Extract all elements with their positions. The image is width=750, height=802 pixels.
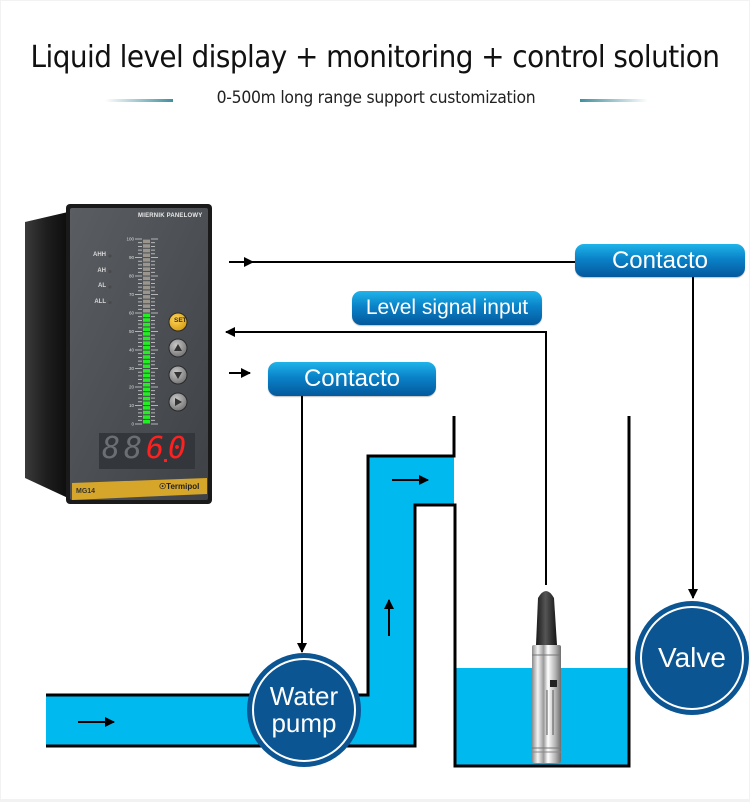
scale-tick-label: 70 xyxy=(129,292,135,297)
bar-segment xyxy=(143,281,150,285)
down-arrow-icon xyxy=(174,372,182,379)
bar-segment xyxy=(143,253,150,257)
digit-display-background xyxy=(99,433,195,469)
bar-segment xyxy=(143,239,150,244)
bar-segment xyxy=(143,406,150,410)
bar-segment xyxy=(143,392,150,396)
display-decimal-point xyxy=(164,459,167,462)
bar-segment xyxy=(143,350,150,355)
bar-segment xyxy=(143,345,150,350)
bar-segment xyxy=(143,258,150,262)
scale-tick-label: 60 xyxy=(129,311,135,316)
alarm-led xyxy=(108,285,112,289)
bar-segment xyxy=(143,336,150,341)
alarm-label: AH xyxy=(97,267,106,274)
scale-tick-label: 0 xyxy=(131,422,134,427)
scale-tick-label: 10 xyxy=(129,403,135,408)
bar-segment xyxy=(143,359,150,364)
scale-tick-label: 50 xyxy=(129,329,135,334)
bar-segment xyxy=(143,304,150,308)
alarm-led xyxy=(108,300,112,305)
scale-tick-label: 90 xyxy=(129,255,135,260)
bar-segment xyxy=(143,248,150,253)
page-subtitle: 0-500m long range support customization xyxy=(216,88,536,108)
bar-segment xyxy=(143,308,150,313)
meter-model: MG14 xyxy=(76,488,96,495)
bar-segment xyxy=(143,285,150,290)
bar-segment xyxy=(143,387,150,392)
scale-tick-label: 100 xyxy=(126,237,134,242)
bar-segment xyxy=(143,299,150,304)
bar-segment xyxy=(143,327,150,331)
bar-segment xyxy=(143,382,150,387)
valve: Valve xyxy=(635,601,749,715)
scale-tick-label: 80 xyxy=(129,274,135,279)
meter-brand-strip xyxy=(72,478,207,500)
alarm-label: AL xyxy=(98,283,106,289)
bar-segment xyxy=(143,355,150,359)
bar-segment xyxy=(143,276,150,281)
up-arrow-icon xyxy=(174,344,182,351)
level-signal-input-badge: Level signal input xyxy=(352,291,542,325)
scale-tick-label: 30 xyxy=(129,366,135,371)
bar-segment xyxy=(143,295,150,299)
bar-segment xyxy=(143,318,150,322)
bar-segment xyxy=(143,322,150,327)
alarm-led xyxy=(108,269,112,274)
termipol-logo-icon: ☉ xyxy=(159,482,167,491)
level-sensor xyxy=(532,591,561,763)
scale-tick-label: 20 xyxy=(129,385,135,390)
bar-segment xyxy=(143,410,150,415)
bar-segment xyxy=(143,401,150,405)
subtitle-decoration-right xyxy=(580,99,648,102)
bar-segment xyxy=(143,332,150,336)
meter-brand: ☉Termipol xyxy=(159,482,200,491)
set-button[interactable] xyxy=(168,312,188,332)
right-arrow-icon xyxy=(175,398,182,406)
display-digit-unlit: 8 xyxy=(102,431,121,466)
water-pump-label-line2: pump xyxy=(271,708,337,738)
bar-segment xyxy=(143,396,150,401)
bar-segment xyxy=(143,369,150,373)
contacto-top-badge: Contacto xyxy=(575,244,745,277)
alarm-label: AHH xyxy=(93,252,106,258)
valve-label: Valve xyxy=(658,642,726,673)
bar-segment xyxy=(143,419,150,424)
scale-tick-label: 40 xyxy=(129,348,135,353)
alarm-label: ALL xyxy=(94,298,106,305)
bar-segment xyxy=(143,313,150,318)
display-digit-lit: 0 xyxy=(168,431,187,466)
bar-segment xyxy=(143,244,150,248)
signal-line-level-input xyxy=(225,327,547,585)
page-title: Liquid level display + monitoring + cont… xyxy=(30,40,720,75)
alarm-led xyxy=(108,254,112,258)
display-digit-lit: 6 xyxy=(146,431,165,466)
meter-brand-title: MIERNIK PANELOWY xyxy=(138,213,203,219)
display-digit-unlit: 8 xyxy=(124,431,143,466)
alarm-leds xyxy=(108,254,112,305)
bar-segment xyxy=(143,267,150,271)
bar-segment xyxy=(143,378,150,382)
water-pump-label-line1: Water xyxy=(269,681,339,711)
bar-segment xyxy=(143,373,150,378)
bar-segment xyxy=(143,262,150,267)
subtitle-decoration-left xyxy=(105,99,173,102)
bar-segment xyxy=(143,364,150,368)
bar-segment xyxy=(143,271,150,276)
subtitle-row: 0-500m long range support customization xyxy=(0,88,750,112)
bar-segment xyxy=(143,415,150,419)
bar-segment xyxy=(143,290,150,294)
contacto-left-badge: Contacto xyxy=(268,362,436,396)
bar-segment xyxy=(143,341,150,345)
set-button-label: SET xyxy=(174,317,187,324)
